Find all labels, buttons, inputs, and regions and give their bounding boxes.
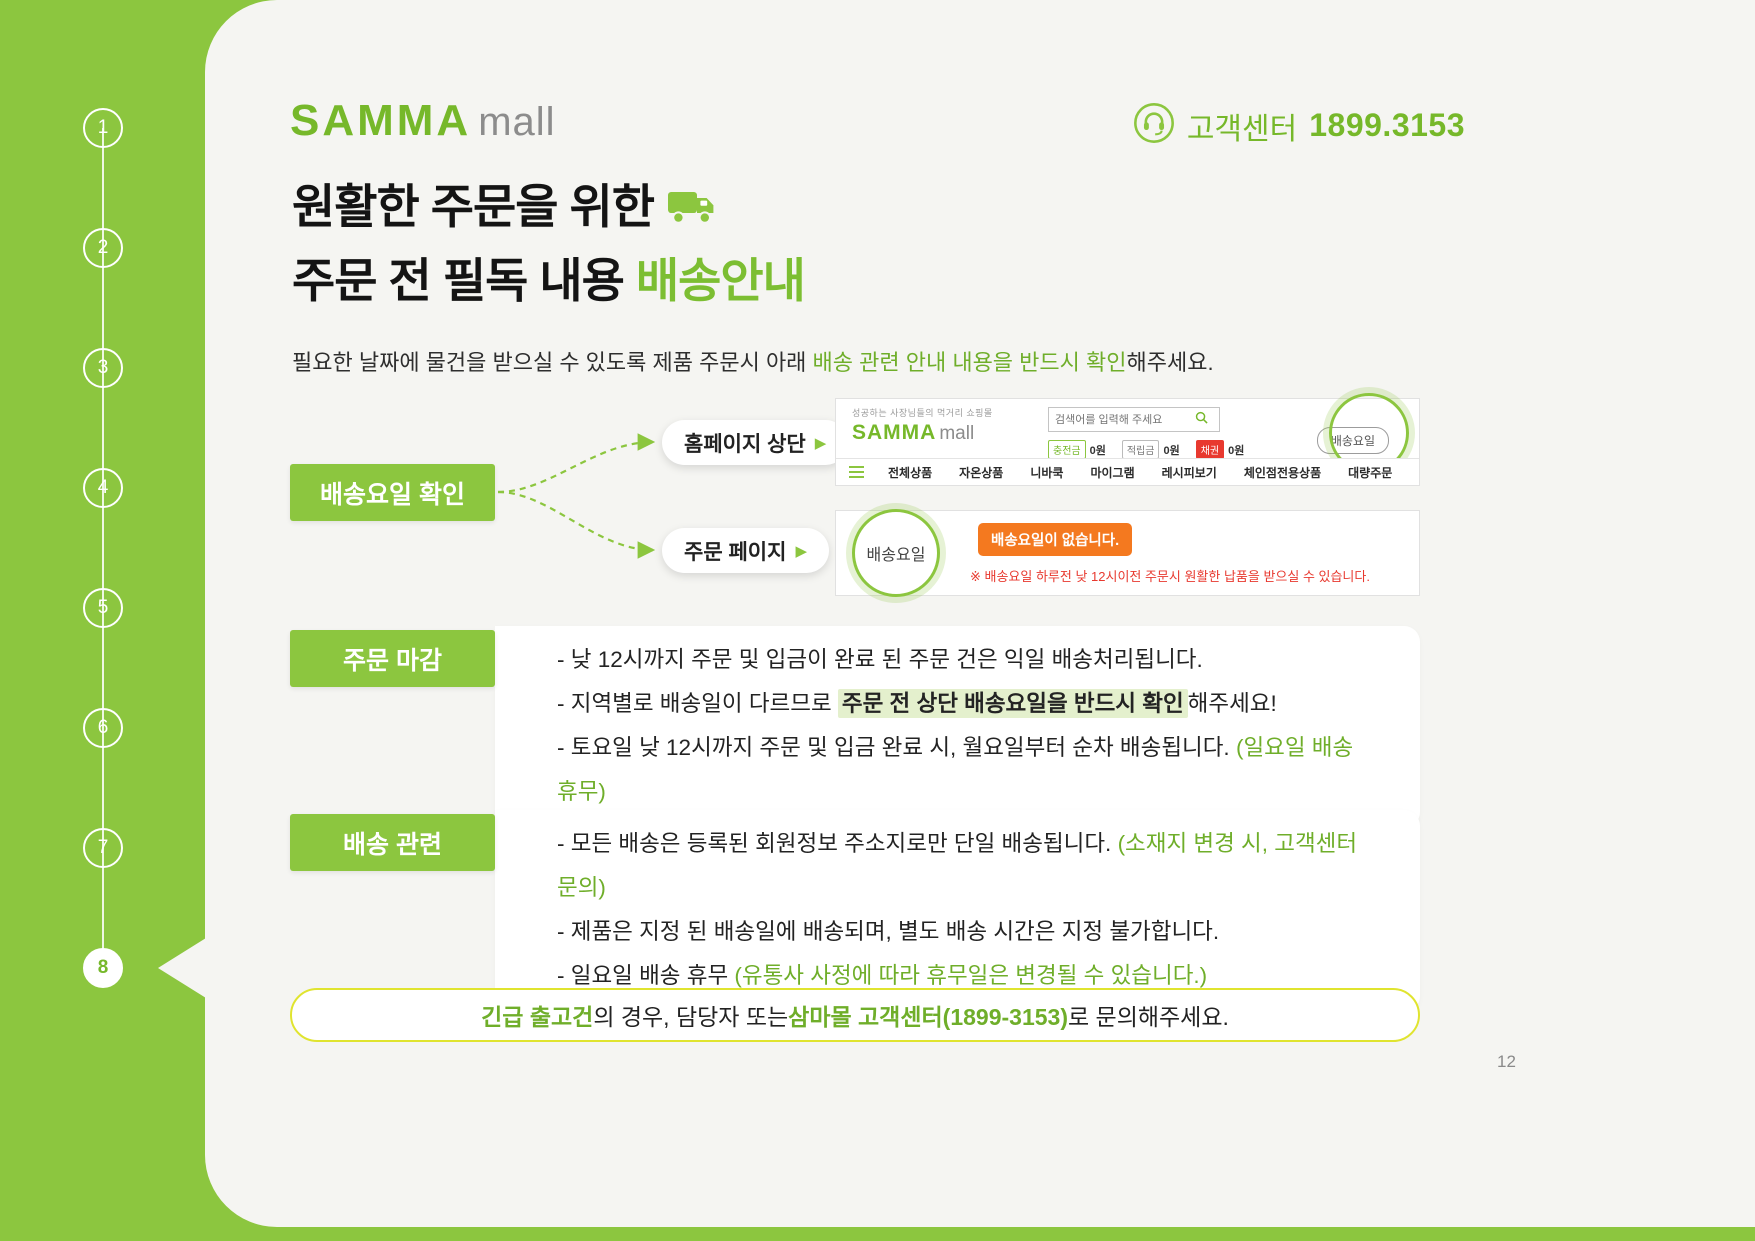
title-line1-text: 원활한 주문을 위한: [292, 180, 655, 233]
menu-item[interactable]: 체인점전용상품: [1243, 465, 1322, 480]
wallet-charge-value: 0원: [1089, 444, 1106, 457]
menu-item[interactable]: 마이그램: [1090, 465, 1135, 480]
page-subtitle: 필요한 날짜에 물건을 받으실 수 있도록 제품 주문시 아래 배송 관련 안내…: [292, 345, 1214, 377]
order-deadline-label: 주문 마감: [290, 630, 495, 687]
support-label: 고객센터: [1186, 112, 1298, 146]
order-page-callout: 주문 페이지 ▶: [662, 528, 829, 573]
support-phone: 1899.3153: [1309, 107, 1465, 143]
wallet-credit-badge: 채권: [1195, 440, 1225, 459]
logo-mall-text: mall: [478, 100, 556, 144]
delivery-day-notice: ※ 배송요일 하루전 낮 12시이전 주문시 원활한 납품을 받으실 수 있습니…: [970, 569, 1370, 584]
wallet-credit: 채권 0원: [1195, 440, 1245, 459]
arrow-right-icon: ▶: [795, 542, 807, 560]
delivery-line1-accent: (소재지 변경 시, 고객센터 문의): [557, 831, 1358, 900]
menu-item[interactable]: 대량주문: [1348, 465, 1393, 480]
order-deadline-section: 주문 마감 - 낮 12시까지 주문 및 입금이 완료 된 주문 건은 익일 배…: [290, 626, 1420, 828]
page-title: 원활한 주문을 위한 주문 전 필독 내용 배송안내: [292, 172, 806, 317]
step-5[interactable]: 5: [83, 588, 123, 628]
hamburger-menu-icon[interactable]: [849, 466, 864, 478]
mini-search-box: [1048, 407, 1220, 432]
order-page-label: 주문 페이지: [684, 540, 787, 564]
deadline-line-3: - 토요일 낮 12시까지 주문 및 입금 완료 시, 월요일부터 순차 배송됩…: [557, 726, 1380, 814]
headset-icon: [1133, 102, 1175, 149]
mini-logo-mall: mall: [939, 423, 975, 444]
arrow-right-icon: ▶: [814, 434, 827, 452]
wallet-charge-label: 충전금: [1048, 440, 1086, 459]
delivery-line-1: - 모든 배송은 등록된 회원정보 주소지로만 단일 배송됩니다. (소재지 변…: [557, 822, 1380, 910]
truck-icon: [668, 175, 720, 246]
step-8-active[interactable]: 8: [83, 948, 123, 988]
deadline-line3-prefix: - 토요일 낮 12시까지 주문 및 입금 완료 시, 월요일부터 순차 배송됩…: [557, 735, 1236, 760]
deadline-line2-prefix: - 지역별로 배송일이 다르므로: [557, 691, 838, 716]
homepage-top-callout: 홈페이지 상단 ▶: [662, 420, 849, 465]
delivery-line3-prefix: - 일요일 배송 휴무: [557, 963, 735, 988]
delivery-line3-accent: (유통사 사정에 따라 휴무일은 변경될 수 있습니다.): [734, 963, 1208, 988]
step-1[interactable]: 1: [83, 108, 123, 148]
delivery-line-3: - 일요일 배송 휴무 (유통사 사정에 따라 휴무일은 변경될 수 있습니다.…: [557, 954, 1380, 998]
step-6[interactable]: 6: [83, 708, 123, 748]
dashed-arrows: [497, 433, 656, 559]
no-delivery-day-badge: 배송요일이 없습니다.: [978, 523, 1133, 556]
subtitle-prefix: 필요한 날짜에 물건을 받으실 수 있도록 제품 주문시 아래: [292, 350, 813, 375]
step-indicator: 1 2 3 4 5 6 7 8: [83, 108, 123, 988]
mini-samma-logo: SAMMA mall: [852, 421, 974, 445]
deadline-line2-highlight: 주문 전 상단 배송요일을 반드시 확인: [837, 689, 1188, 718]
samma-mall-logo: SAMMA mall: [290, 96, 556, 146]
title-line2-accent: 배송안내: [635, 253, 806, 307]
search-input[interactable]: [1055, 413, 1195, 426]
mini-logo-samma: SAMMA: [852, 421, 937, 444]
urgent-shipment-text1: 의 경우, 담당자 또는: [593, 1004, 789, 1030]
panel-notch: [158, 938, 206, 998]
page-content: SAMMA mall 고객센터 1899.3153 원활한 주문을 위한: [290, 0, 1465, 1241]
deadline-line2-suffix: 해주세요!: [1187, 691, 1277, 716]
wallet-points-value: 0원: [1163, 444, 1180, 457]
mini-nav-bar: 전체상품 자온상품 니바쿡 마이그램 레시피보기 체인점전용상품 대량주문: [836, 458, 1419, 485]
subtitle-suffix: 해주세요.: [1126, 350, 1214, 375]
customer-support: 고객센터 1899.3153: [1133, 102, 1465, 149]
delivery-day-diagram: 배송요일 확인 홈페이지 상단 ▶ 주문 페이지 ▶ 성공하는 사장님들의 먹거…: [290, 393, 1465, 610]
wallet-summary: 충전금 0원 적립금 0원 채권 0원: [1048, 440, 1244, 459]
search-icon[interactable]: [1195, 411, 1208, 429]
homepage-top-label: 홈페이지 상단: [684, 432, 806, 456]
step-7[interactable]: 7: [83, 828, 123, 868]
menu-item[interactable]: 자온상품: [959, 465, 1004, 480]
step-rail: [102, 128, 104, 968]
wallet-credit-value: 0원: [1228, 444, 1245, 457]
logo-samma-text: SAMMA: [290, 96, 472, 145]
delivery-day-check-label: 배송요일 확인: [290, 464, 495, 521]
order-deadline-box: - 낮 12시까지 주문 및 입금이 완료 된 주문 건은 익일 배송처리됩니다…: [495, 626, 1420, 828]
delivery-info-label: 배송 관련: [290, 814, 495, 871]
urgent-shipment-text2: 로 문의해주세요.: [1067, 1004, 1229, 1030]
wallet-points-label: 적립금: [1121, 440, 1160, 459]
menu-item[interactable]: 니바쿡: [1030, 465, 1064, 480]
urgent-shipment-accent: 긴급 출고건: [481, 1004, 594, 1030]
wallet-points: 적립금 0원: [1121, 440, 1180, 459]
title-line-2: 주문 전 필독 내용 배송안내: [292, 246, 806, 317]
support-center-accent: 삼마몰 고객센터(1899-3153): [788, 1004, 1068, 1030]
step-4[interactable]: 4: [83, 468, 123, 508]
site-header-screenshot: 성공하는 사장님들의 먹거리 쇼핑몰 SAMMA mall 충전금 0원: [835, 393, 1420, 486]
delivery-line-2: - 제품은 지정 된 배송일에 배송되며, 별도 배송 시간은 지정 불가합니다…: [557, 919, 1220, 944]
delivery-info-section: 배송 관련 - 모든 배송은 등록된 회원정보 주소지로만 단일 배송됩니다. …: [290, 810, 1420, 1012]
step-3[interactable]: 3: [83, 348, 123, 388]
deadline-line3-accent: (일요일 배송 휴무): [557, 735, 1354, 804]
site-tagline: 성공하는 사장님들의 먹거리 쇼핑몰: [852, 408, 993, 418]
order-page-screenshot: 배송요일 배송요일이 없습니다. ※ 배송요일 하루전 낮 12시이전 주문시 …: [835, 509, 1420, 597]
subtitle-accent: 배송 관련 안내 내용을 반드시 확인: [812, 350, 1127, 375]
mini-nav-menu: 전체상품 자온상품 니바쿡 마이그램 레시피보기 체인점전용상품 대량주문: [888, 464, 1392, 481]
title-line-1: 원활한 주문을 위한: [292, 172, 805, 246]
page-number: 12: [1497, 1052, 1516, 1071]
delivery-day-circled[interactable]: 배송요일: [852, 509, 940, 597]
step-2[interactable]: 2: [83, 228, 123, 268]
delivery-day-button[interactable]: 배송요일: [1316, 427, 1389, 454]
delivery-line1-prefix: - 모든 배송은 등록된 회원정보 주소지로만 단일 배송됩니다.: [557, 831, 1118, 856]
wallet-charge: 충전금 0원: [1048, 440, 1106, 459]
menu-item[interactable]: 레시피보기: [1161, 465, 1217, 480]
delivery-info-box: - 모든 배송은 등록된 회원정보 주소지로만 단일 배송됩니다. (소재지 변…: [495, 810, 1420, 1012]
deadline-line-1: - 낮 12시까지 주문 및 입금이 완료 된 주문 건은 익일 배송처리됩니다…: [557, 647, 1203, 672]
title-line2-text: 주문 전 필독 내용: [292, 253, 636, 307]
menu-item[interactable]: 전체상품: [888, 465, 933, 480]
